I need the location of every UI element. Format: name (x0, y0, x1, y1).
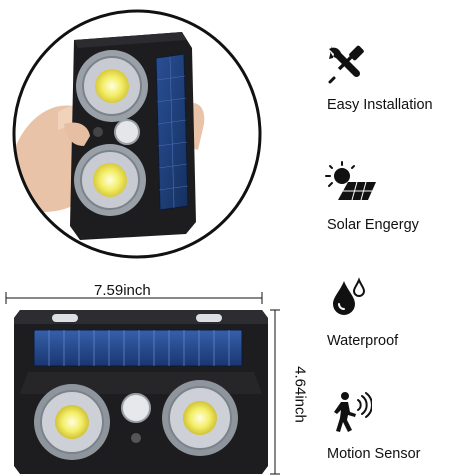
height-dimension-text: 4.64inch (291, 366, 309, 423)
width-dimension-label: 7.59inch (94, 282, 151, 299)
feature-label-motion-sensor: Motion Sensor (327, 446, 421, 462)
product-in-hand-photo (12, 9, 262, 259)
water-drop-icon (333, 277, 366, 315)
feature-label-solar-energy: Solar Engergy (327, 217, 419, 233)
wrench-screwdriver-icon (328, 45, 364, 84)
sun-solar-panel-icon (325, 161, 376, 201)
feature-label-waterproof: Waterproof (327, 333, 399, 349)
feature-label-easy-installation: Easy Installation (327, 97, 433, 113)
product-front-view (5, 292, 280, 475)
motion-person-icon (334, 392, 372, 432)
